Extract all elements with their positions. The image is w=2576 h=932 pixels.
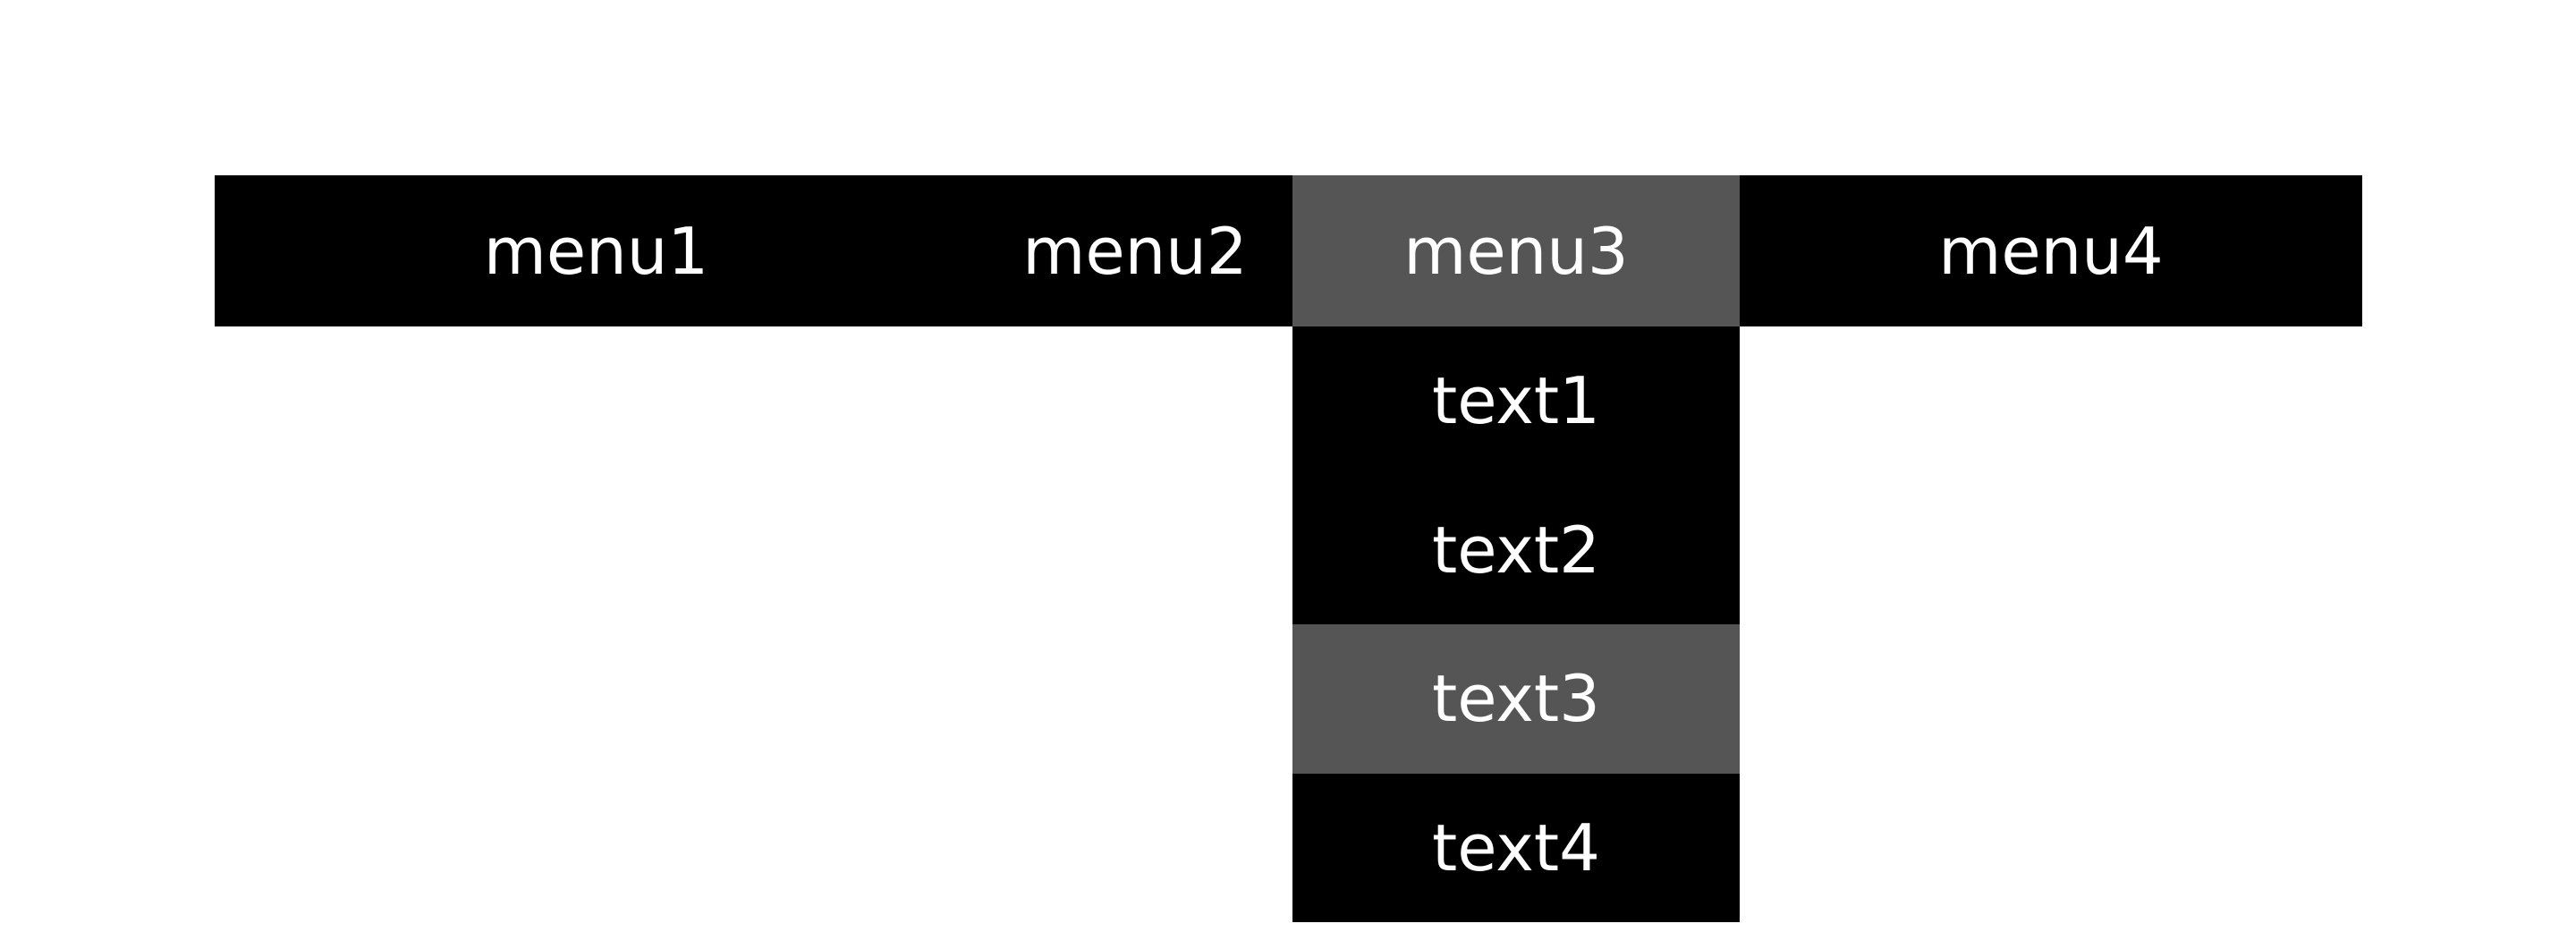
menu-bar: menu1 menu2 menu3 menu4 (215, 175, 2362, 326)
menu-item-menu3[interactable]: menu3 (1292, 175, 1740, 326)
dropdown-item-label: text4 (1432, 809, 1600, 885)
dropdown-item-text1[interactable]: text1 (1292, 326, 1740, 476)
dropdown-item-text4[interactable]: text4 (1292, 773, 1740, 922)
menu-item-label: menu3 (1403, 213, 1629, 289)
menu-item-label: menu4 (1938, 213, 2164, 289)
menu-item-menu4[interactable]: menu4 (1740, 175, 2362, 326)
menu-item-label: menu2 (1022, 213, 1248, 289)
dropdown-item-label: text2 (1432, 512, 1600, 588)
menu-item-menu2[interactable]: menu2 (978, 175, 1292, 326)
dropdown-item-text2[interactable]: text2 (1292, 475, 1740, 624)
dropdown-item-text3[interactable]: text3 (1292, 624, 1740, 774)
menu-item-label: menu1 (483, 213, 709, 289)
dropdown-item-label: text1 (1432, 363, 1600, 439)
dropdown-item-label: text3 (1432, 661, 1600, 737)
menu-item-menu1[interactable]: menu1 (215, 175, 978, 326)
dropdown-menu-menu3: text1 text2 text3 text4 (1292, 326, 1740, 922)
